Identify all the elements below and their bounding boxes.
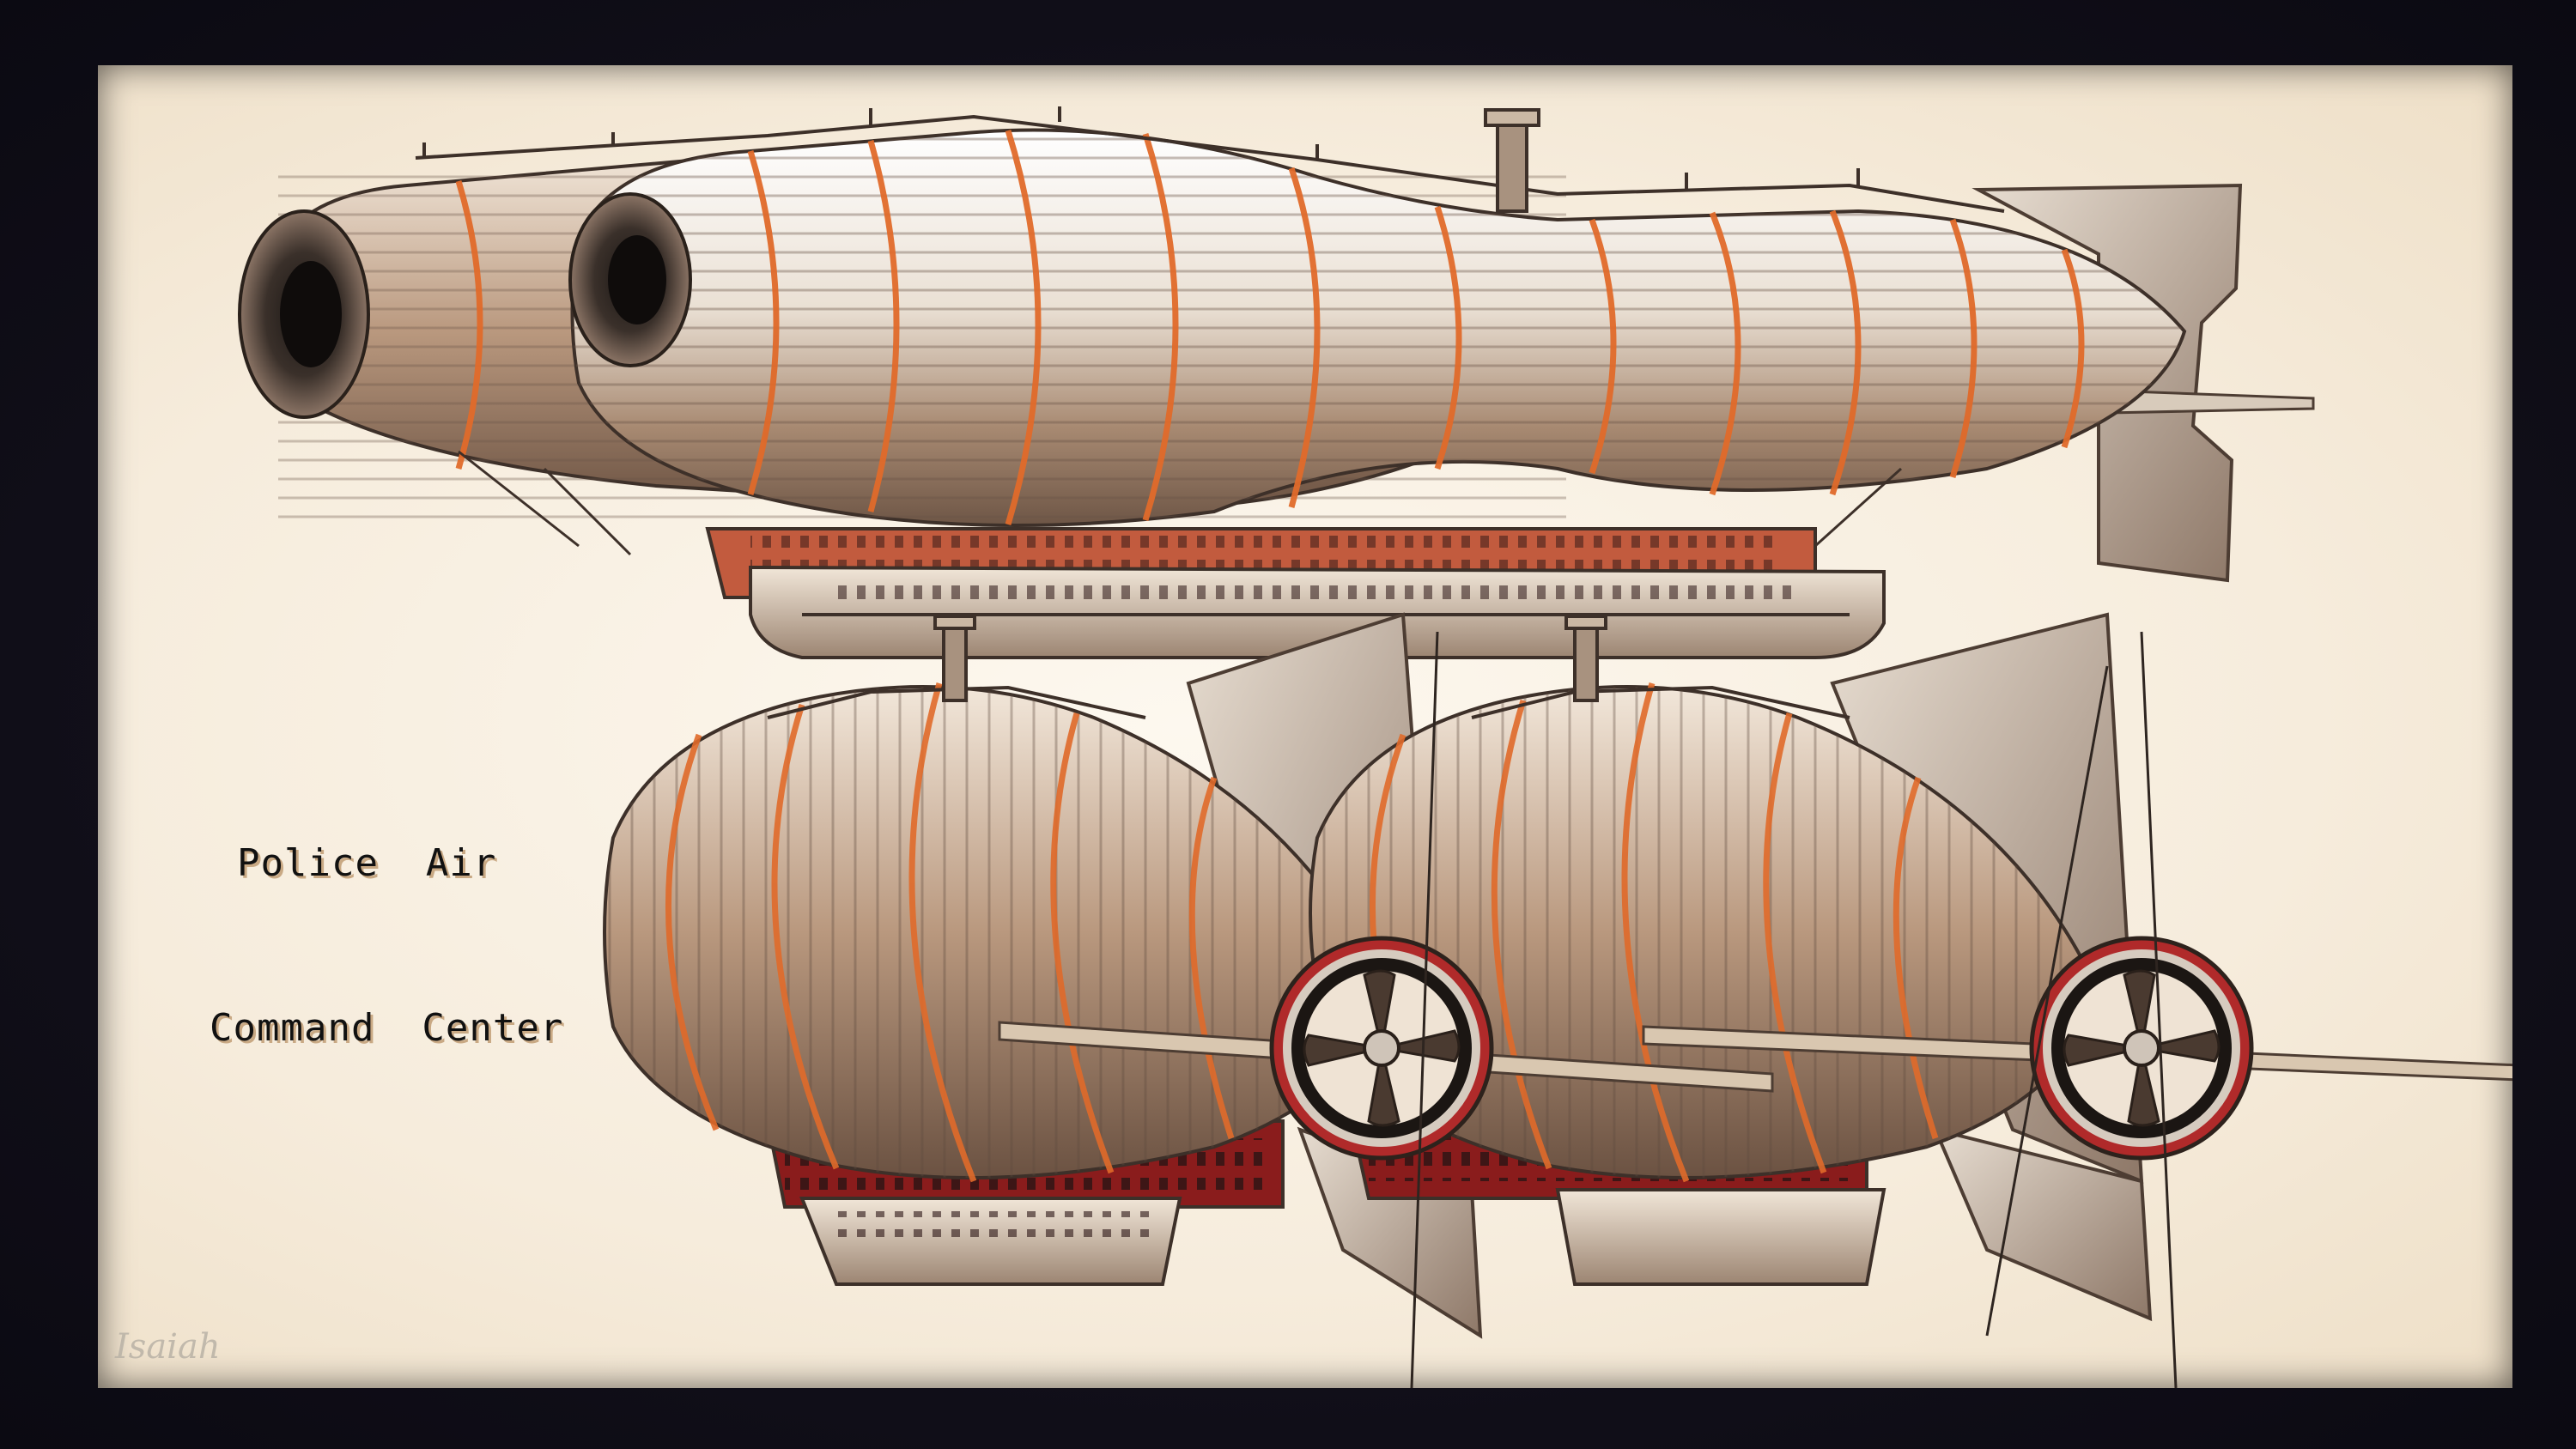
top-airship-side-view [238,106,2315,659]
airship-illustration [238,106,2512,1388]
caption-line-1: Police Air [237,841,497,885]
right-propeller [2029,936,2254,1161]
artist-signature: Isaiah [115,1327,221,1367]
bottom-airship-rear-view [603,612,2512,1388]
title-caption: Police Air Command Center [210,726,605,1166]
left-propeller [1269,936,1494,1161]
artwork-card: Police Air Command Center Isaiah [98,65,2512,1388]
caption-line-2: Command Center [210,1006,564,1050]
